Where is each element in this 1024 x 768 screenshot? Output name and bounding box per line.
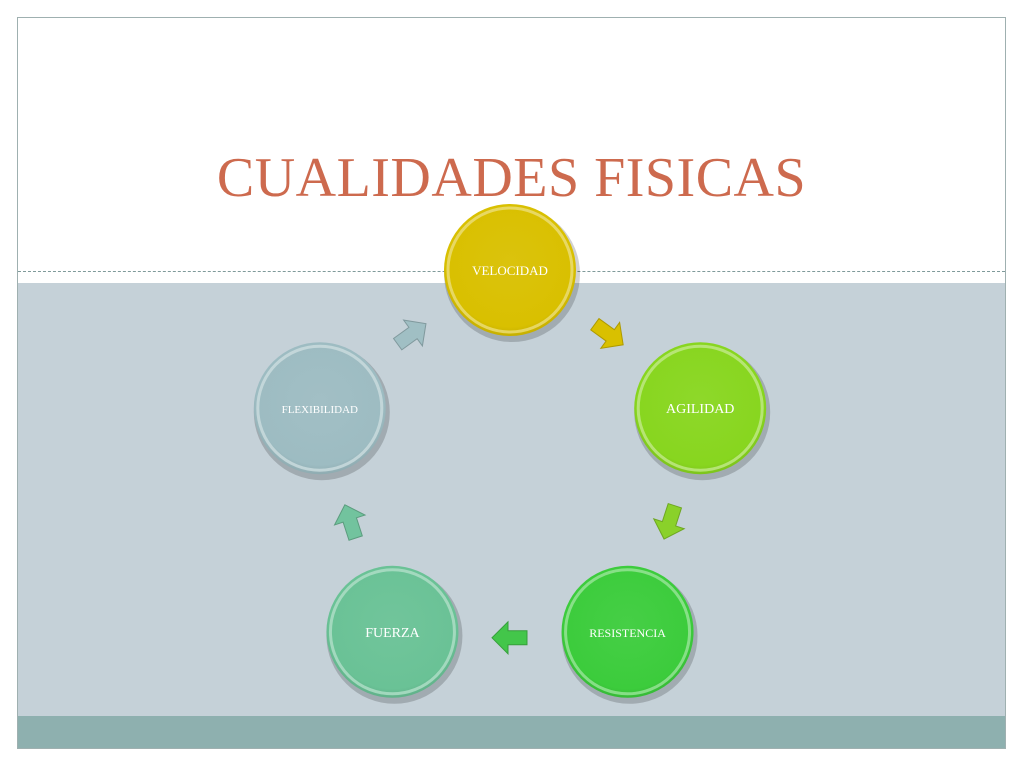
node-circle <box>561 565 694 698</box>
node-circle <box>326 565 459 698</box>
cycle-node-agilidad: AGILIDAD <box>634 342 771 481</box>
slide-title: CUALIDADES FISICAS <box>216 147 807 209</box>
node-label-flexibilidad: FLEXIBILIDAD <box>282 404 358 416</box>
node-circle <box>634 342 767 475</box>
node-highlight-ring <box>256 344 384 472</box>
cycle-node-flexibilidad: FLEXIBILIDAD <box>253 342 390 481</box>
arrow-shape <box>590 317 624 350</box>
cycle-node-resistencia: RESISTENCIA <box>561 565 698 704</box>
slide: CUALIDADES FISICAS <box>17 17 1006 749</box>
cycle-node-velocidad: VELOCIDAD <box>444 204 580 342</box>
cycle-arrow-2 <box>652 502 686 540</box>
cycle-arrow-3 <box>491 620 528 656</box>
node-highlight-ring <box>564 568 692 696</box>
node-label-velocidad: VELOCIDAD <box>472 263 548 278</box>
node-highlight-ring <box>446 206 574 334</box>
node-circle <box>253 342 386 475</box>
cycle-node-fuerza: FUERZA <box>326 565 463 704</box>
node-circle <box>444 204 576 336</box>
node-label-fuerza: FUERZA <box>365 626 420 641</box>
node-label-agilidad: AGILIDAD <box>666 402 734 417</box>
arrow-shape <box>652 502 686 540</box>
cycle-arrow-5 <box>392 319 427 351</box>
arrow-shape <box>491 620 528 656</box>
arrow-shape <box>392 319 427 351</box>
cycle-arrow-4 <box>333 504 367 541</box>
node-label-resistencia: RESISTENCIA <box>589 626 666 640</box>
node-highlight-ring <box>636 344 764 472</box>
cycle-arrow-1 <box>590 317 624 350</box>
arrow-shape <box>333 504 367 541</box>
node-highlight-ring <box>328 568 456 696</box>
footer-band <box>18 716 1005 748</box>
